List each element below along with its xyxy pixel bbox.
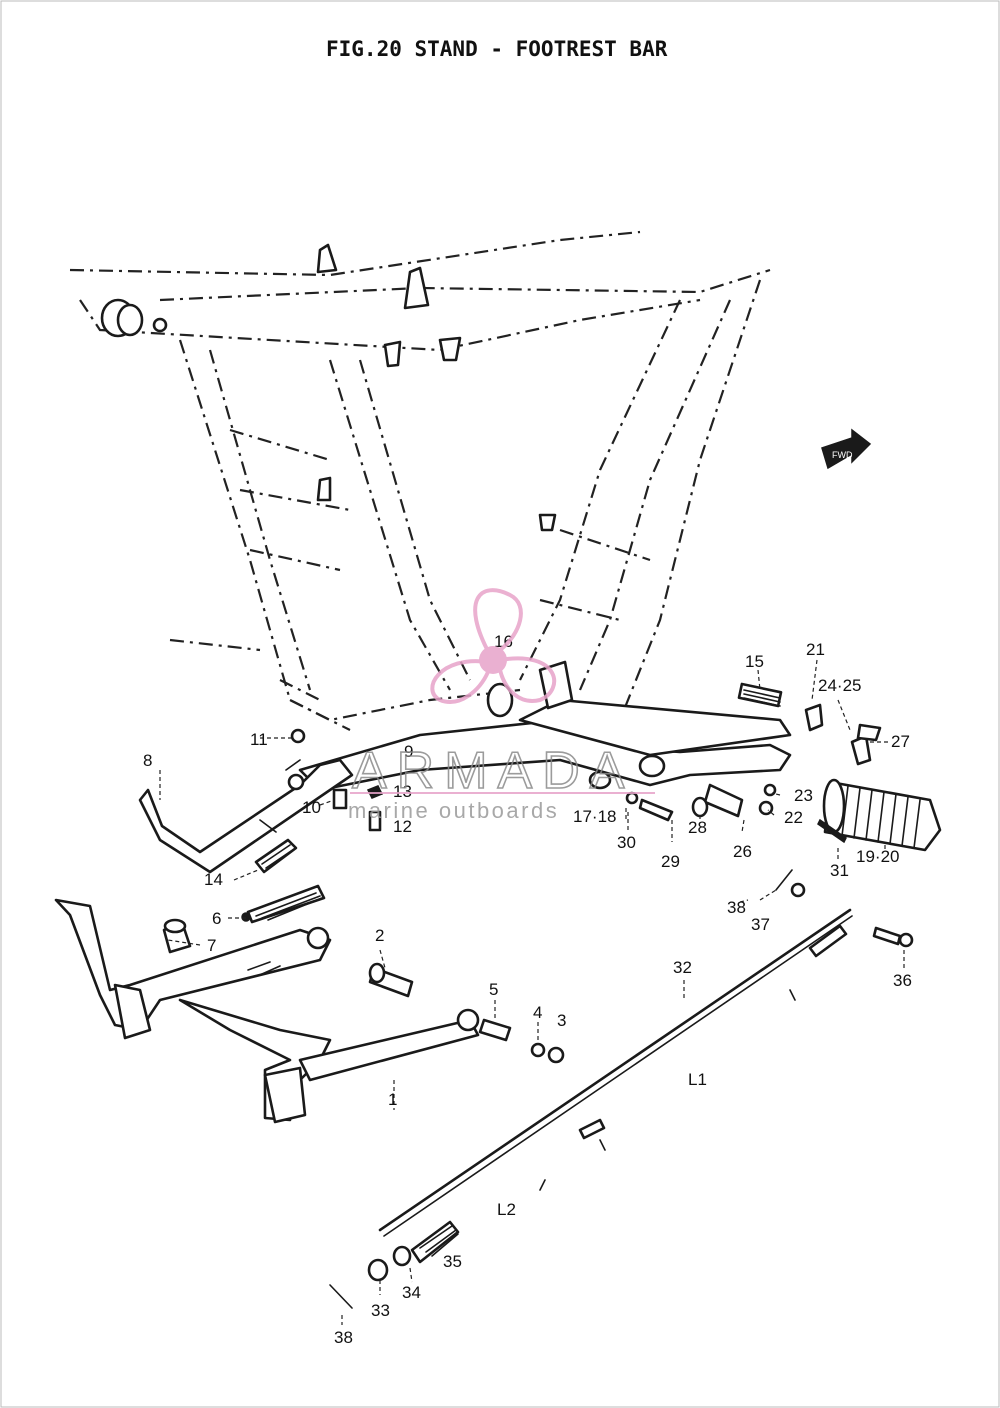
forward-arrow-icon: FWD — [821, 428, 872, 470]
motorcycle-frame — [69, 230, 771, 731]
callout-4: 4 — [533, 1003, 542, 1022]
callout-7: 7 — [207, 936, 216, 955]
callout-6: 6 — [212, 909, 221, 928]
callout-L2: L2 — [497, 1200, 516, 1219]
figure-title: FIG.20 STAND - FOOTREST BAR — [326, 37, 668, 61]
callout-14: 14 — [204, 870, 223, 889]
stand-pivot-hardware — [368, 962, 565, 1064]
callout-12: 12 — [393, 817, 412, 836]
stand-springs — [241, 838, 326, 924]
callout-23: 23 — [794, 786, 813, 805]
watermark-tagline: marine outboards — [348, 798, 559, 823]
callout-26: 26 — [733, 842, 752, 861]
callout-27: 27 — [891, 732, 910, 751]
callout-8: 8 — [143, 751, 152, 770]
callout-16: 16 — [494, 632, 513, 651]
callout-21: 21 — [806, 640, 825, 659]
callout-30: 30 — [617, 833, 636, 852]
callout-35: 35 — [443, 1252, 462, 1271]
callout-13: 13 — [393, 782, 412, 801]
callout-24-25: 24·25 — [818, 676, 861, 695]
watermark-brand: ARMADA — [352, 742, 634, 800]
callout-3: 3 — [557, 1011, 566, 1030]
callout-L1: L1 — [688, 1070, 707, 1089]
callout-2: 2 — [375, 926, 384, 945]
callout-38-lower: 38 — [334, 1328, 353, 1347]
callout-32: 32 — [673, 958, 692, 977]
callout-34: 34 — [402, 1283, 421, 1302]
center-stand — [54, 898, 480, 1124]
callout-36: 36 — [893, 971, 912, 990]
callout-29: 29 — [661, 852, 680, 871]
direction-label: FWD — [832, 450, 853, 460]
callout-28: 28 — [688, 818, 707, 837]
callout-15: 15 — [745, 652, 764, 671]
pedal-arm — [138, 758, 354, 874]
callout-9: 9 — [404, 742, 413, 761]
watermark: ARMADA marine outboards — [348, 588, 655, 823]
callout-19-20: 19·20 — [856, 847, 899, 866]
callout-38-upper: 38 — [727, 898, 746, 917]
rubber-stopper — [162, 918, 192, 954]
callout-31: 31 — [830, 861, 849, 880]
callout-5: 5 — [489, 980, 498, 999]
callout-33: 33 — [371, 1301, 390, 1320]
propeller-logo-icon — [430, 588, 557, 704]
callout-37: 37 — [751, 915, 770, 934]
callout-labels: 1 2 3 4 5 6 7 8 9 10 11 12 13 14 15 16 1… — [143, 632, 912, 1347]
callout-11: 11 — [250, 730, 268, 749]
control-cable — [329, 869, 914, 1309]
callout-10: 10 — [302, 798, 321, 817]
callout-17-18: 17·18 — [573, 807, 616, 826]
callout-1: 1 — [388, 1090, 397, 1109]
callout-leaders — [159, 659, 905, 1325]
callout-22: 22 — [784, 808, 803, 827]
footpeg-rubber — [817, 778, 942, 852]
